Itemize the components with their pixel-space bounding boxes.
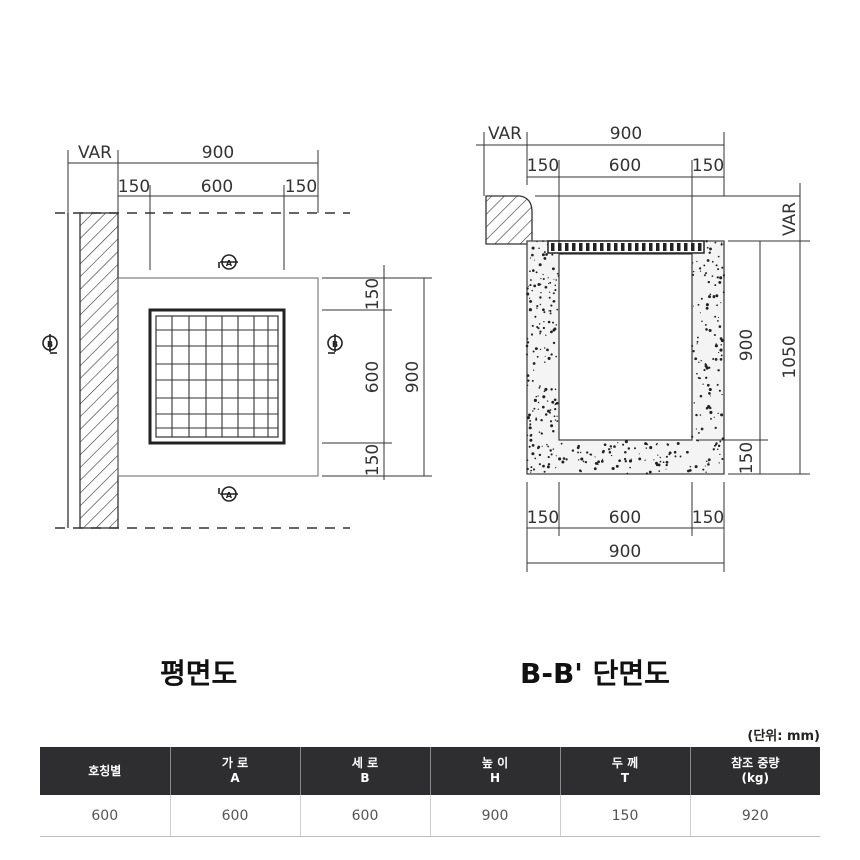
section-view: VAR 900 150 600 150 VAR 900 150 1050 150… [476, 124, 810, 572]
plan-dim-right-top: 150 [363, 278, 383, 310]
header-label: 세 로 [351, 756, 379, 770]
table-header-cell: 참조 중량(kg) [690, 747, 820, 795]
section-marker-b-right: B [327, 334, 343, 354]
table-cell: 900 [430, 795, 561, 837]
section-concrete-body [525, 240, 726, 475]
header-label: 참조 중량 [731, 756, 780, 770]
section-dim-bottom-total: 900 [609, 542, 641, 562]
header-sublabel: H [489, 771, 501, 785]
plan-dim-total: 900 [202, 143, 234, 163]
plan-body-outline [117, 277, 319, 477]
section-curb-hatch [485, 195, 533, 245]
section-dim-bottom-right: 150 [692, 508, 724, 528]
header-label: 호칭별 [88, 763, 122, 778]
section-caption: B-B' 단면도 [520, 657, 670, 690]
plan-caption: 평면도 [160, 657, 238, 690]
header-label: 두 께 [611, 756, 639, 770]
section-dimensions-bottom [526, 482, 725, 572]
section-dim-total: 900 [610, 124, 642, 144]
table-cell: 600 [40, 795, 171, 837]
section-marker-label: A [226, 259, 233, 268]
plan-dimensions-top [67, 150, 319, 270]
header-label: 높 이 [481, 756, 509, 770]
header-label: 가 로 [221, 756, 249, 770]
plan-dim-right-bottom: 150 [363, 444, 383, 476]
section-dimensions-top [476, 132, 725, 244]
section-marker-label: B [332, 340, 338, 349]
plan-dim-right-middle: 600 [363, 361, 383, 393]
plan-wall-hatch [79, 212, 119, 529]
plan-dim-right: 150 [285, 177, 317, 197]
section-marker-label: B [47, 340, 53, 349]
table-header-cell: 호칭별 [40, 747, 171, 795]
section-dim-bottom-middle: 600 [609, 508, 641, 528]
header-sublabel: A [230, 771, 240, 785]
header-sublabel: B [360, 771, 370, 785]
section-dim-bottom-left: 150 [527, 508, 559, 528]
section-grate [547, 240, 705, 254]
unit-note: (단위: mm) [747, 729, 820, 744]
section-marker-a-bottom: A [218, 486, 238, 502]
table-cell: 600 [170, 795, 301, 837]
plan-view: A A B B [42, 143, 432, 529]
section-dim-inner: 900 [737, 329, 757, 361]
section-marker-b-left: B [42, 334, 58, 354]
plan-dimensions-right [322, 265, 432, 480]
technical-drawing: A A B B [42, 124, 810, 572]
header-sublabel: T [620, 771, 630, 785]
section-dim-var: VAR [488, 124, 522, 144]
plan-dim-left: 150 [118, 177, 150, 197]
section-dim-total-height: 1050 [780, 335, 800, 378]
plan-dim-var: VAR [78, 143, 112, 163]
table-cell: 600 [300, 795, 431, 837]
section-marker-a-top: A [218, 254, 238, 270]
plan-grate [148, 308, 286, 445]
table-cell: 150 [560, 795, 691, 837]
section-marker-label: A [226, 491, 233, 500]
header-sublabel: (kg) [741, 771, 770, 785]
section-dim-bottom-slab: 150 [737, 442, 757, 474]
plan-dim-middle: 600 [201, 177, 233, 197]
section-dim-var-right: VAR [780, 202, 800, 236]
plan-dim-right-total: 900 [403, 361, 423, 393]
table-cell: 920 [690, 795, 820, 837]
section-dim-right: 150 [692, 156, 724, 176]
section-dim-left: 150 [527, 156, 559, 176]
section-dimensions-right [696, 183, 810, 475]
section-dim-middle: 600 [609, 156, 641, 176]
